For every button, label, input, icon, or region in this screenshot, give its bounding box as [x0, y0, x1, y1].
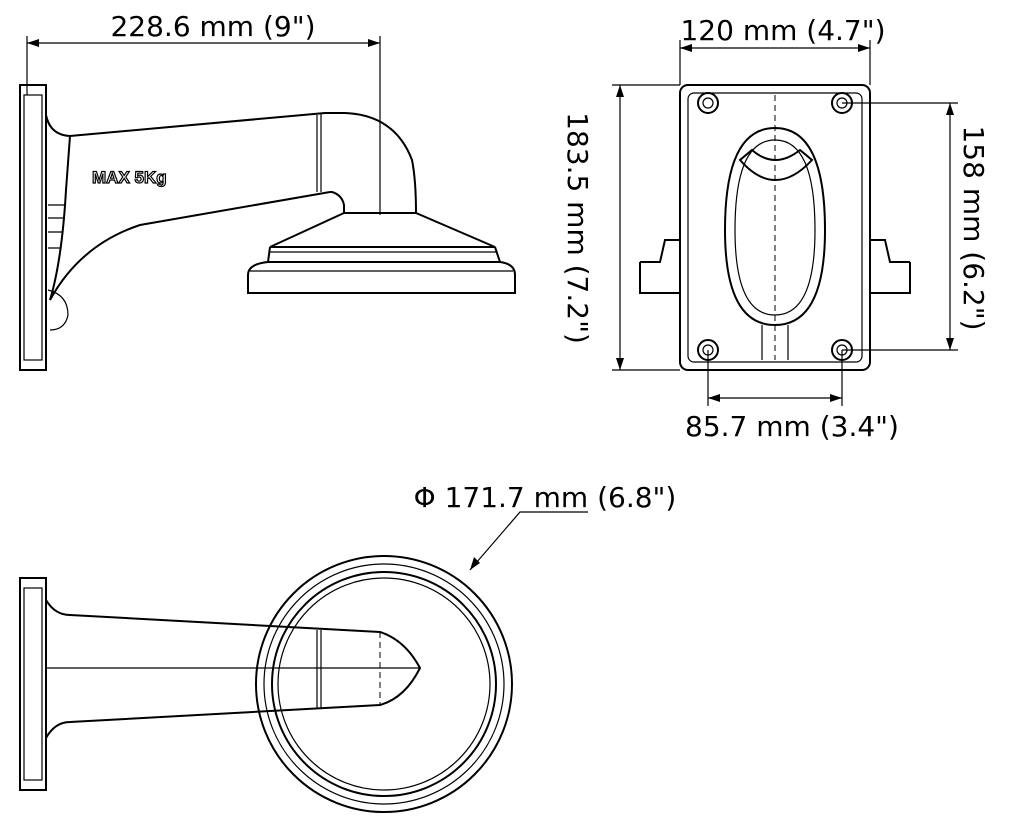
- front-height-dimension: 183.5 mm (7.2"): [561, 112, 594, 344]
- hole-vertical-dimension: 158 mm (6.2"): [957, 125, 990, 330]
- side-width-dimension: 228.6 mm (9"): [110, 10, 315, 43]
- hole-horizontal-dimension: 85.7 mm (3.4"): [685, 410, 899, 443]
- max-load-label: MAX 5Kg: [92, 168, 167, 187]
- side-view: MAX 5Kg 228.6 mm (9"): [19, 10, 516, 371]
- front-view: 120 mm (4.7") 183.5 mm (7.2") 158 mm (6.…: [561, 14, 990, 443]
- diameter-dimension: Φ 171.7 mm (6.8"): [414, 481, 677, 514]
- top-view: Φ 171.7 mm (6.8"): [19, 481, 677, 813]
- front-width-dimension: 120 mm (4.7"): [680, 14, 885, 47]
